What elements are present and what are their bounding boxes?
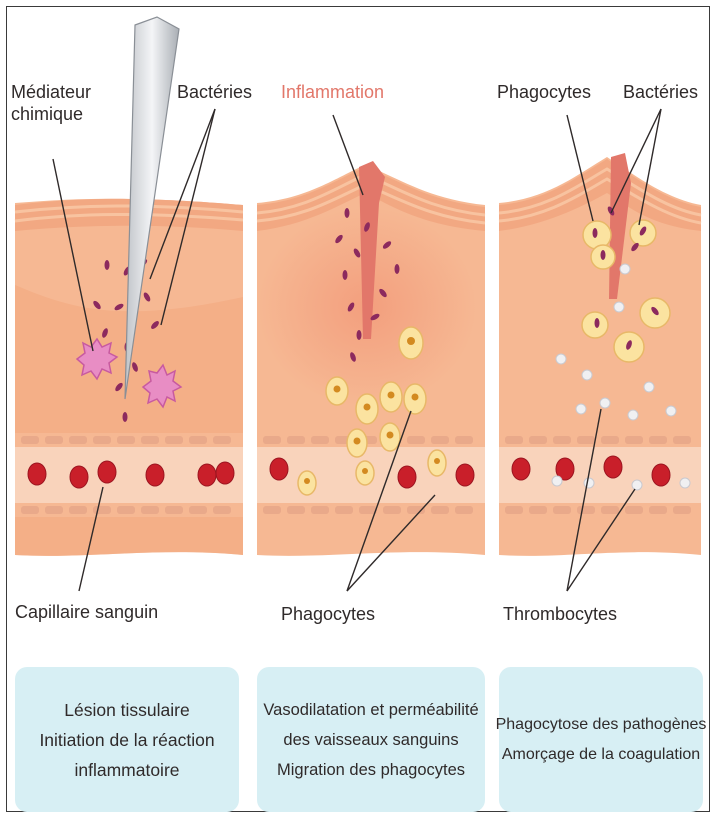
panel-3-tissue — [499, 109, 701, 591]
label-bacteria-1: Bactéries — [177, 81, 252, 103]
caption-box-1: Lésion tissulaire Initiation de la réact… — [15, 667, 239, 812]
capillary-1 — [15, 433, 243, 517]
caption-3-line-2: Amorçage de la coagulation — [502, 740, 700, 770]
caption-box-3: Phagocytose des pathogènes Amorçage de l… — [499, 667, 703, 812]
label-thrombocytes: Thrombocytes — [503, 603, 617, 625]
label-bacteria-3: Bactéries — [623, 81, 698, 103]
caption-2-line-3: Migration des phagocytes — [277, 755, 465, 785]
capillary-3 — [499, 433, 701, 517]
label-capillary: Capillaire sanguin — [15, 601, 158, 623]
caption-box-2: Vasodilatation et perméabilité des vaiss… — [257, 667, 485, 812]
label-phagocytes-top: Phagocytes — [497, 81, 591, 103]
caption-2-line-1: Vasodilatation et perméabilité — [263, 695, 478, 725]
panel-2-tissue — [257, 115, 485, 591]
caption-3-line-1: Phagocytose des pathogènes — [496, 710, 707, 740]
caption-1-line-1: Lésion tissulaire — [64, 695, 189, 725]
caption-1-line-3: inflammatoire — [74, 755, 179, 785]
caption-2-line-2: des vaisseaux sanguins — [283, 725, 458, 755]
label-inflammation: Inflammation — [281, 81, 384, 103]
label-phagocytes-bottom: Phagocytes — [281, 603, 375, 625]
label-mediator-line2: chimique — [11, 103, 83, 125]
caption-1-line-2: Initiation de la réaction — [39, 725, 214, 755]
diagram-frame: Médiateur chimique Bactéries Inflammatio… — [6, 6, 710, 812]
label-mediator-line1: Médiateur — [11, 81, 91, 103]
